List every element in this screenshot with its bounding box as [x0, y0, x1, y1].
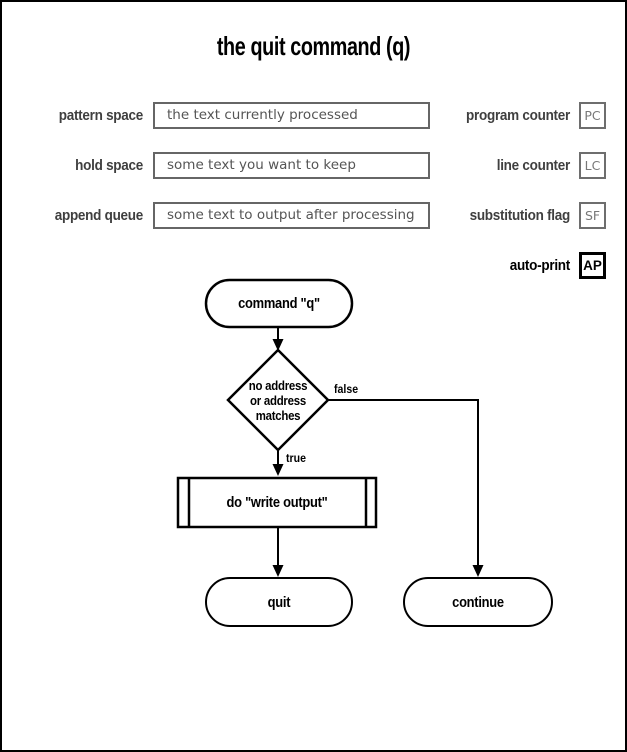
append-queue-field: some text to output after processing [153, 202, 430, 229]
process-node-shape [176, 476, 378, 529]
pattern-space-field: the text currently processed [153, 102, 430, 129]
arrowhead-true-branch [272, 464, 284, 476]
substitution-flag-label: substitution flag [469, 207, 571, 224]
decision-line-1: no address [248, 378, 308, 393]
line-counter-box: LC [579, 152, 606, 179]
decision-line-2: or address [250, 393, 306, 408]
substitution-flag-box: SF [579, 202, 606, 229]
pattern-space-label: pattern space [58, 107, 144, 124]
program-counter-label: program counter [466, 107, 570, 124]
append-queue-label: append queue [54, 207, 144, 224]
program-counter-abbr: PC [584, 108, 601, 123]
append-queue-value: some text to output after processing [167, 207, 415, 223]
hold-space-label: hold space [75, 157, 143, 174]
pattern-space-value: the text currently processed [167, 107, 358, 123]
quit-node-label: quit [267, 593, 291, 611]
page-title: the quit command (q) [216, 31, 411, 61]
hold-space-value: some text you want to keep [167, 157, 356, 173]
line-counter-abbr: LC [584, 158, 601, 173]
auto-print-box: AP [579, 252, 606, 279]
continue-node-shape [403, 577, 553, 627]
quit-node-shape [205, 577, 353, 627]
program-counter-box: PC [579, 102, 606, 129]
arrowhead-start-decision [272, 339, 284, 351]
arrowhead-false-branch [472, 565, 484, 577]
true-branch-label: true [286, 451, 306, 465]
arrowhead-process-quit [272, 565, 284, 577]
false-branch-label: false [334, 382, 359, 396]
auto-print-abbr: AP [583, 258, 602, 273]
start-node-label: command "q" [238, 295, 320, 312]
auto-print-label: auto-print [509, 257, 571, 274]
continue-node-label: continue [452, 593, 504, 611]
line-counter-label: line counter [496, 157, 571, 174]
connector-false-branch [328, 399, 479, 565]
hold-space-field: some text you want to keep [153, 152, 430, 179]
process-node-label: do "write output" [226, 494, 328, 511]
decision-node-label: no address or address matches [234, 378, 322, 423]
decision-line-3: matches [255, 408, 301, 423]
substitution-flag-abbr: SF [584, 208, 601, 223]
